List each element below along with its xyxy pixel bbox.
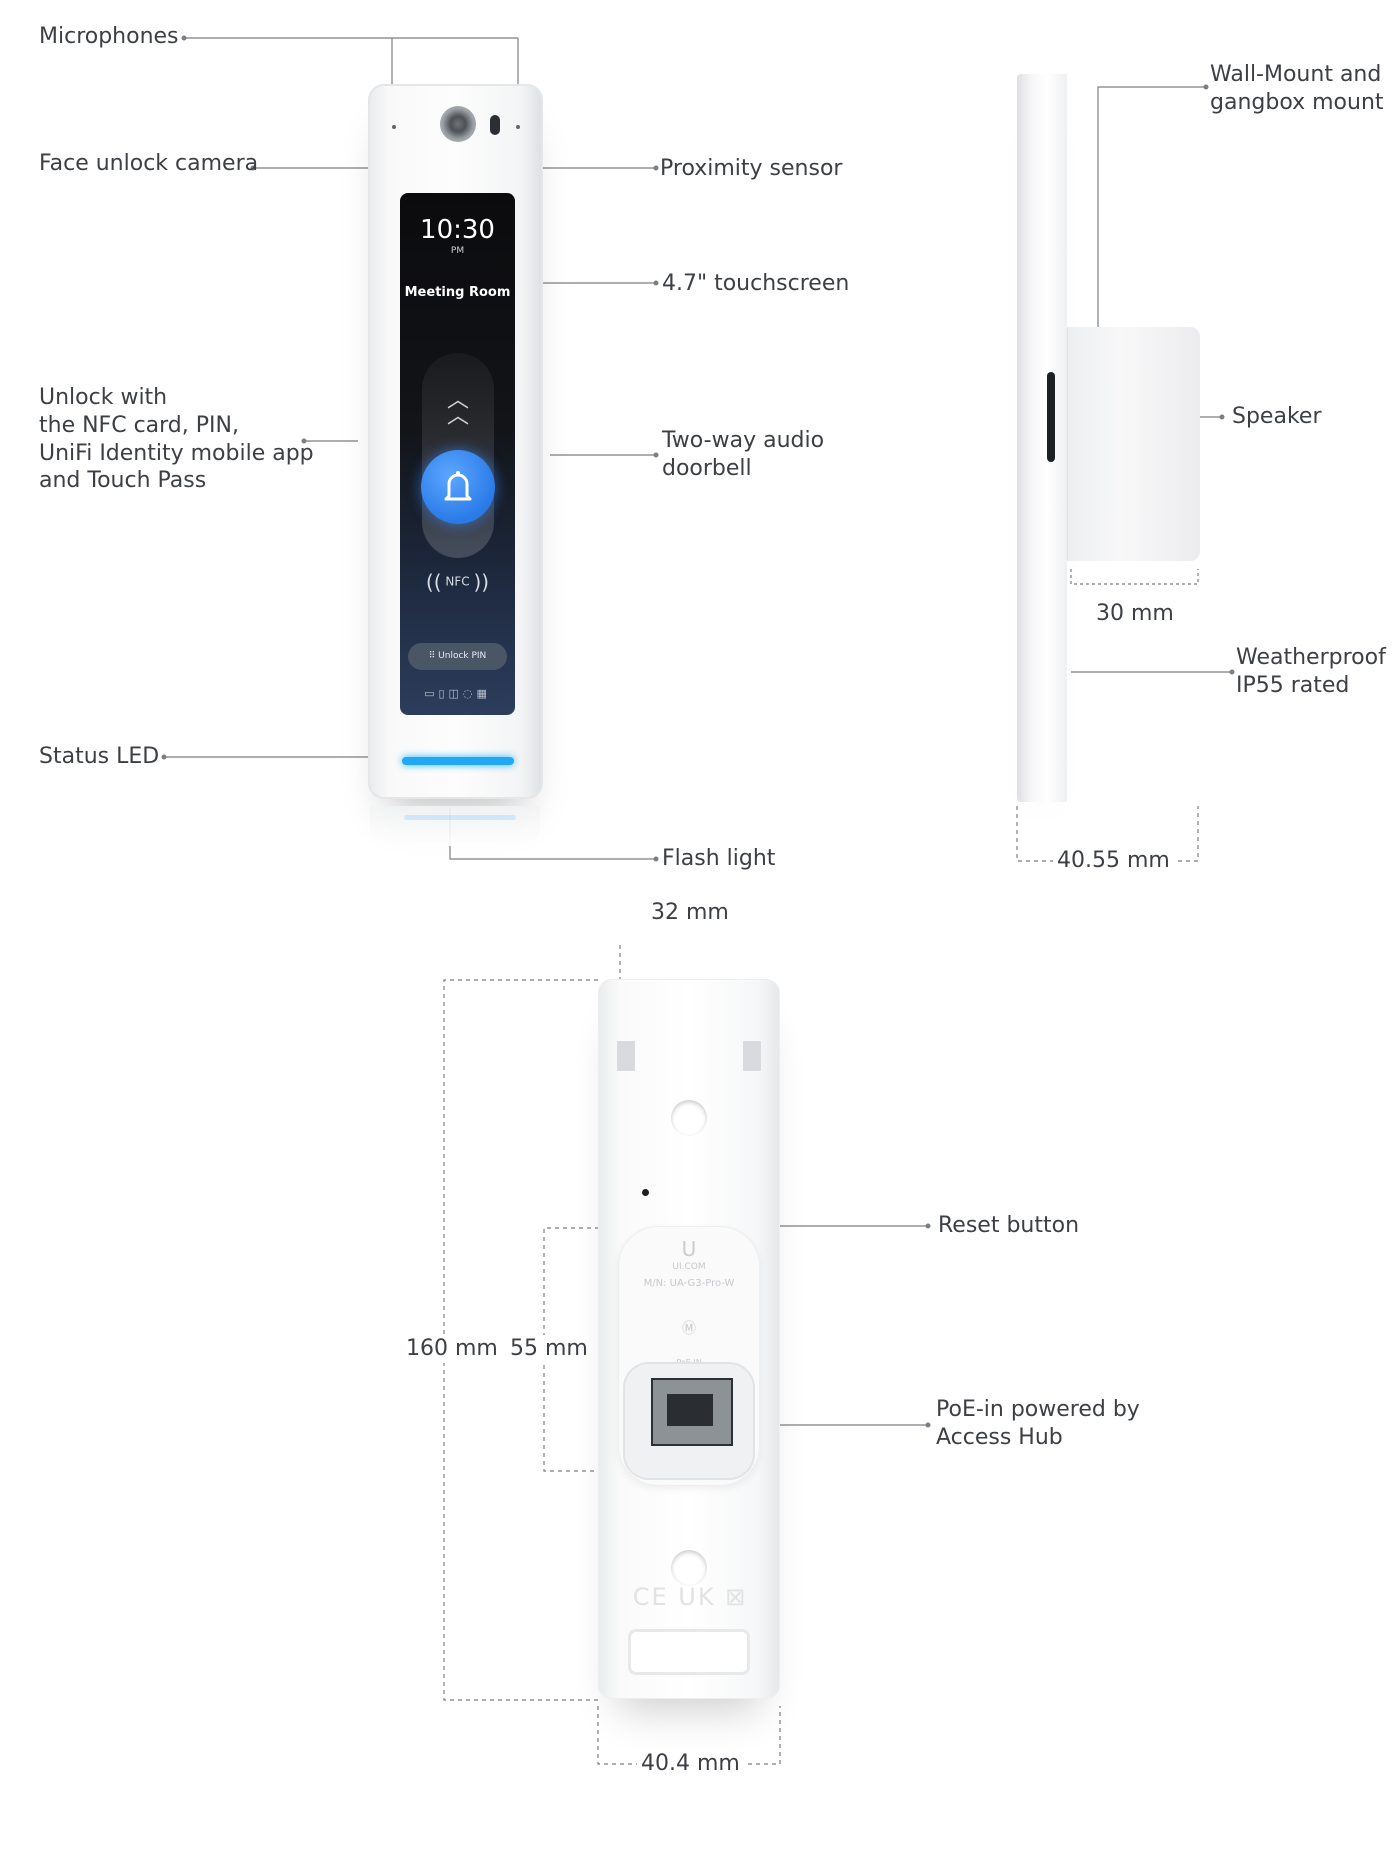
ethernet-port[interactable] [651,1378,733,1446]
unlock-method-icons: ▭▯◫◌▦ [424,687,491,700]
front-device: 10:30 PM Meeting Room ︿︿ (( NFC )) ⠿ Unl… [368,84,543,799]
label-weatherproof-1: Weatherproof [1236,645,1386,670]
face-unlock-camera [440,106,476,142]
mount-clip-left [617,1041,635,1071]
screen-ampm: PM [450,246,465,256]
touchscreen[interactable]: 10:30 PM Meeting Room ︿︿ (( NFC )) ⠿ Unl… [400,193,515,715]
unlock-pin-button[interactable]: ⠿ Unlock PIN [408,643,507,670]
dim-label-55mm: 55 mm [506,1335,592,1363]
dim-label-160mm: 160 mm [402,1335,502,1363]
ethernet-jack-icon [667,1394,713,1426]
status-led [402,757,514,765]
screw-hole-top [671,1100,707,1136]
nfc-indicator: (( NFC )) [425,570,490,594]
front-reflection [370,806,540,846]
label-wall-mount-2: gangbox mount [1210,90,1384,115]
microphone-left [392,125,396,129]
nfc-label: NFC [445,574,470,589]
dim-label-40-4mm: 40.4 mm [637,1750,744,1778]
label-model: M/N: UA-G3-Pro-W [643,1278,735,1289]
dim-label-40-55mm: 40.55 mm [1053,847,1174,875]
flash-light [404,815,516,820]
back-device: U UI.COM M/N: UA-G3-Pro-W Ⓜ PoE IN CE UK… [598,979,780,1699]
screw-hole-bottom [671,1550,707,1586]
label-wall-mount-1: Wall-Mount and [1210,62,1382,87]
dim-label-30mm: 30 mm [1092,600,1178,628]
doorbell-button[interactable] [421,450,495,524]
label-touchscreen: 4.7" touchscreen [662,271,850,296]
label-unlock-1: Unlock with [39,385,168,410]
unlock-pin-label: Unlock PIN [438,651,487,661]
label-status-led: Status LED [39,744,160,769]
certification-marks-icon: CE UK ⊠ [632,1583,748,1611]
label-reset: Reset button [938,1213,1080,1238]
rear-label-card: U UI.COM M/N: UA-G3-Pro-W Ⓜ PoE IN [618,1226,760,1486]
dim-label-32mm: 32 mm [647,899,733,927]
label-unlock-4: and Touch Pass [39,468,207,493]
bottom-slot [628,1629,750,1675]
label-audio-1: Two-way audio [662,428,825,453]
label-poe-1: PoE-in powered by [936,1397,1140,1422]
bell-icon [444,471,472,501]
screen-room-name: Meeting Room [404,285,511,300]
leader-wall-mount [1097,86,1206,327]
side-device-body [1067,327,1200,561]
mount-clip-right [743,1041,761,1071]
label-microphones: Microphones [39,24,179,49]
screen-clock: 10:30 [420,215,495,245]
microphone-right [516,125,520,129]
side-device-plate [1017,74,1067,802]
label-unlock-3: UniFi Identity mobile app [39,441,314,466]
label-brand: UI.COM [672,1262,706,1272]
label-face-camera: Face unlock camera [39,151,259,176]
label-flash-light: Flash light [662,846,776,871]
dim-30mm [1070,569,1199,585]
label-audio-2: doorbell [662,456,752,481]
doorbell-slider[interactable]: ︿︿ [421,353,495,558]
label-unlock-2: the NFC card, PIN, [39,413,239,438]
speaker-slot [1047,372,1055,462]
label-poe-2: Access Hub [936,1425,1063,1450]
reset-button[interactable] [642,1189,649,1196]
chevron-up-icon: ︿︿ [446,388,469,429]
proximity-sensor [490,115,500,135]
label-proximity: Proximity sensor [660,156,843,181]
label-speaker: Speaker [1232,404,1322,429]
met-mark-icon: Ⓜ [682,1321,696,1337]
ubiquiti-logo-icon: U [681,1237,697,1261]
label-weatherproof-2: IP55 rated [1236,673,1350,698]
